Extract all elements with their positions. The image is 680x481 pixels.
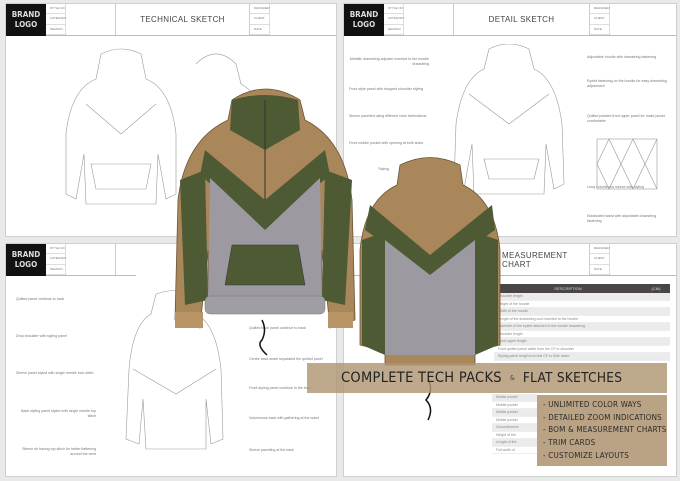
annotation: Quilted back panel continue to back: [249, 326, 306, 330]
brand-logo: BRAND LOGO: [6, 4, 46, 36]
annotation: Long voluminous sleeve with styling: [587, 185, 645, 189]
feature-item: - DETAILED ZOOM INDICATIONS: [543, 412, 662, 422]
feature-item: - BOM & MEASUREMENT CHARTS: [543, 425, 667, 435]
field-label: DATE: [250, 24, 270, 35]
promo-banner: COMPLETE TECH PACKS & FLAT SKETCHES: [307, 363, 667, 393]
table-row: Height of the hoodie: [494, 301, 670, 308]
table-row: Middle pocket: [492, 394, 537, 402]
field-label: CATEGORY: [384, 14, 405, 25]
table-row: Front quilted panel width from the CF to…: [494, 346, 670, 353]
field-label: STYLE NO: [46, 4, 66, 15]
field-label: CLIENT: [250, 14, 270, 25]
field-label: SEASON: [384, 24, 404, 35]
banner-title-2: FLAT SKETCHES: [522, 370, 623, 386]
table-row: Diameter of the eyelet attached to the h…: [494, 323, 670, 331]
feature-item: - TRIM CARDS: [543, 438, 596, 448]
annotation: Drop shoulder with styling panel: [16, 334, 67, 338]
column-header: (CM): [651, 286, 661, 291]
table-row: Length of the drawstring cord inserted t…: [494, 316, 670, 323]
annotation: Centre back seam separated the quilted p…: [249, 357, 323, 361]
field-label: SEASON: [46, 24, 66, 35]
back-jacket: [359, 157, 501, 421]
annotation: Sleeve panelling at the back: [249, 448, 294, 452]
column-header: DESCRIPTION: [554, 286, 582, 291]
annotation: Front styling panel continue to the back: [249, 386, 312, 390]
table-row: Middle pocket: [492, 417, 537, 424]
field-label: STYLE NO: [384, 4, 404, 15]
table-row: Circumference: [492, 424, 537, 432]
annotation: Styling: [378, 167, 389, 171]
field-label: CATEGORY: [46, 14, 67, 25]
table-row: Middle pocket: [492, 409, 537, 417]
annotation: Front middle pocket with opening at both…: [349, 141, 424, 145]
table-row: Shoulder length: [494, 331, 670, 338]
table-row: Length of the: [492, 439, 537, 447]
table-header: DESCRIPTION (CM): [494, 284, 670, 293]
field-label: CLIENT: [590, 14, 610, 25]
annotation: Quilted padded front upper panel for mak…: [587, 114, 665, 123]
table-row: Front upper length: [494, 338, 670, 346]
table-row: Full width of: [492, 447, 537, 454]
field-label: DATE: [590, 264, 610, 275]
field-label: CLIENT: [590, 254, 610, 265]
brand-logo: BRAND LOGO: [344, 4, 384, 36]
table-row: Shoulder length: [494, 293, 670, 301]
annotation: Elasticated waist with adjustable drawst…: [587, 214, 657, 223]
annotation: Metallic drawstring adjuster inserted to…: [349, 57, 429, 66]
sheet-title: DETAIL SKETCH: [454, 4, 590, 35]
table-row: Height of the: [492, 432, 537, 439]
field-label: DESIGNER: [590, 244, 610, 255]
banner-ampersand: &: [509, 374, 515, 382]
brand-logo: BRAND LOGO: [6, 244, 46, 276]
field-label: DESIGNER: [590, 4, 610, 15]
field-label: CATEGORY: [46, 254, 67, 265]
field-label: DESIGNER: [250, 4, 270, 15]
annotation: Quilted panel continue to back: [16, 297, 65, 301]
table-row: Middle pocket: [492, 402, 537, 409]
table-row: Styling panel length from the CF to Side…: [494, 353, 670, 361]
annotation: Back styling panel styled with single ne…: [21, 409, 96, 418]
sheet-title: TECHNICAL SKETCH: [116, 4, 250, 35]
annotation: Adjustable hoodie with drawstring fasten…: [587, 55, 657, 59]
annotation: Voluminous back with gathering at the wa…: [249, 416, 319, 420]
annotation: Sleeve rib having top stitch for better …: [22, 447, 96, 456]
annotation: Eyelet fastening on the hoodie for easy …: [587, 79, 667, 88]
feature-item: - CUSTOMIZE LAYOUTS: [543, 450, 630, 460]
field-label: SEASON: [46, 264, 66, 275]
features-list: - UNLIMITED COLOR WAYS - DETAILED ZOOM I…: [537, 395, 667, 466]
feature-item: - UNLIMITED COLOR WAYS: [543, 400, 642, 409]
front-jacket: [174, 88, 356, 356]
detail-flat-sketch: [453, 44, 658, 195]
sheet-title: MEASUREMENT CHART: [454, 244, 590, 275]
table-row: Width of the hoodie: [494, 308, 670, 316]
annotation: Front style panel with dropped shoulder …: [349, 87, 424, 91]
banner-title: COMPLETE TECH PACKS: [341, 370, 502, 386]
annotation: Sleeve panel styled with single needle l…: [16, 371, 94, 375]
annotation: Sleeve panelled using different color fa…: [349, 114, 427, 118]
field-label: STYLE NO: [46, 244, 66, 255]
field-label: DATE: [590, 24, 610, 35]
